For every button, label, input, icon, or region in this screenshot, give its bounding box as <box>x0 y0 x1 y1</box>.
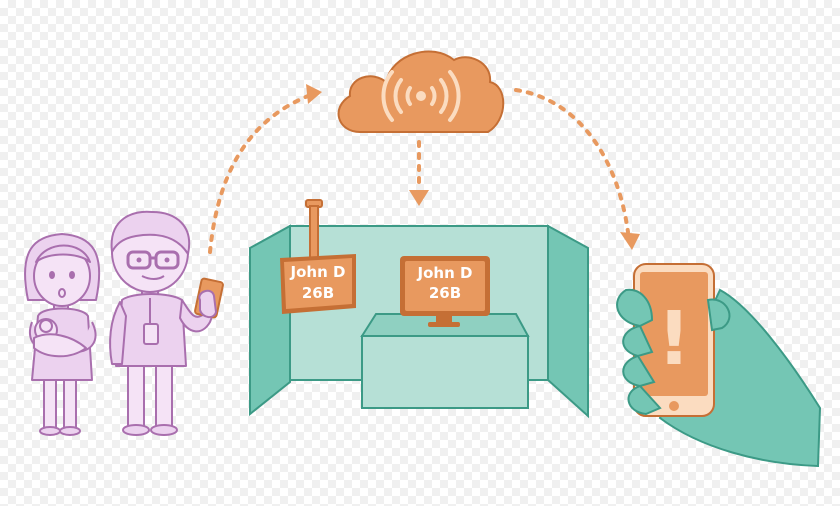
handheld-phone <box>194 278 223 318</box>
ceiling-sign-name: John D <box>290 263 346 281</box>
cloud-wifi-icon <box>339 51 504 132</box>
reception-counter <box>362 314 528 408</box>
ceiling-sign-room: 26B <box>302 284 334 302</box>
father-with-phone <box>110 212 216 435</box>
mother-with-baby <box>25 234 99 435</box>
monitor-sign-room: 26B <box>429 284 461 302</box>
arrow-cloud-to-room <box>409 142 429 206</box>
phone-alert-symbol: ! <box>657 296 691 382</box>
monitor-sign-name: John D <box>417 264 473 282</box>
hand-holding-phone: ! <box>617 264 820 466</box>
